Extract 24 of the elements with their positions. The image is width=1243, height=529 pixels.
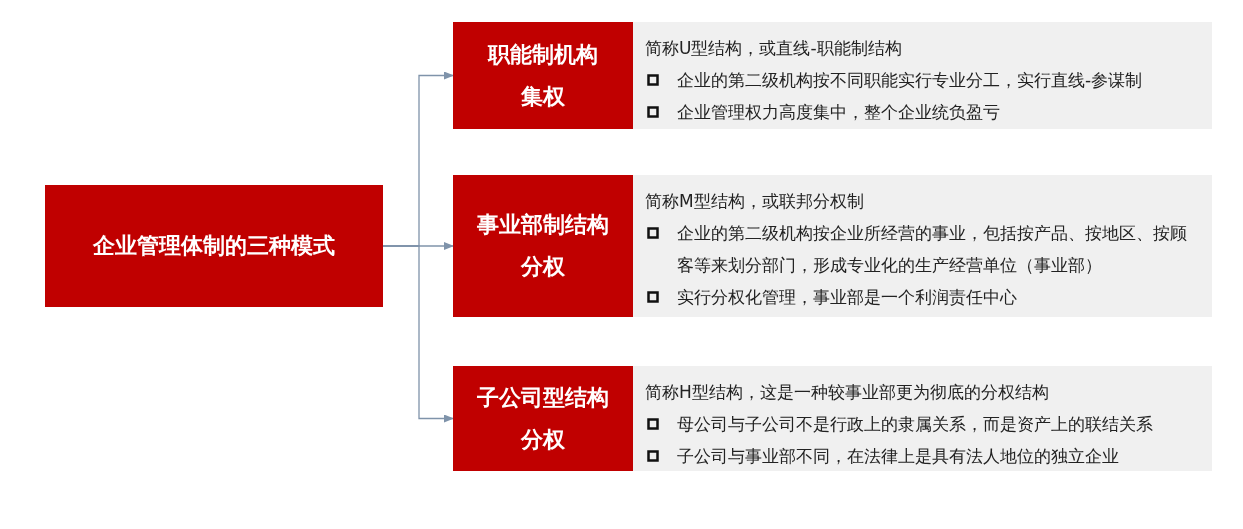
bullet-text: 实行分权化管理，事业部是一个利润责任中心	[677, 286, 1017, 309]
heading-text: 简称H型结构，这是一种较事业部更为彻底的分权结构	[645, 381, 1050, 404]
title-box	[45, 185, 383, 307]
box-label: 集权	[521, 82, 565, 111]
category-box	[453, 366, 633, 471]
bullet-text: 母公司与子公司不是行政上的隶属关系，而是资产上的联结关系	[677, 413, 1153, 436]
bullet-text: 子公司与事业部不同，在法律上是具有法人地位的独立企业	[677, 445, 1119, 468]
description-panel	[633, 175, 1212, 317]
box-label: 分权	[521, 253, 565, 281]
description-panel	[633, 22, 1212, 129]
category-box	[453, 22, 633, 129]
box-label: 子公司型结构	[477, 383, 609, 412]
heading-text: 简称U型结构，或直线-职能制结构	[645, 37, 903, 60]
category-box	[453, 175, 633, 317]
box-label: 企业管理体制的三种模式	[93, 232, 335, 260]
description-panel	[633, 366, 1212, 471]
box-label: 职能制机构	[488, 40, 598, 69]
bullet-text: 企业的第二级机构按不同职能实行专业分工，实行直线-参谋制	[677, 69, 1143, 92]
heading-text: 简称M型结构，或联邦分权制	[645, 190, 865, 213]
box-label: 事业部制结构	[477, 211, 609, 239]
bullet-text: 企业的第二级机构按企业所经营的事业，包括按产品、按地区、按顾客等来划分部门，形成专业化的生产经营单位（事业部）	[677, 222, 1188, 277]
arrow	[382, 245, 454, 423]
box-label: 分权	[521, 425, 565, 454]
bullet-text: 企业管理权力高度集中，整个企业统负盈亏	[677, 101, 1000, 124]
